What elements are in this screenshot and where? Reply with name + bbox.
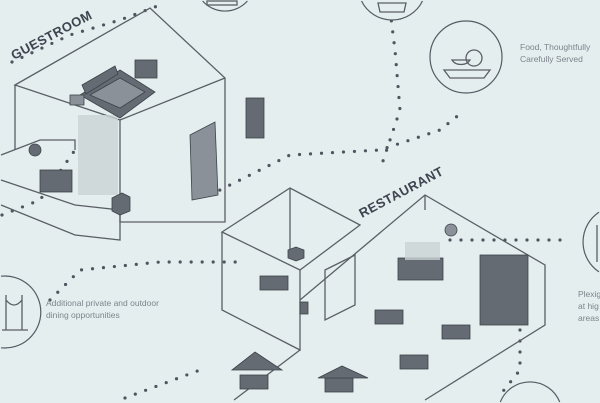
food-plate-icon bbox=[429, 20, 503, 94]
stanchion-icon bbox=[0, 275, 42, 349]
food-caption-line1: Food, Thoughtfully bbox=[520, 42, 591, 52]
restaurant-label: RESTAURANT bbox=[356, 163, 446, 220]
dining-caption-line1: Additional private and outdoor bbox=[46, 298, 159, 308]
display-case bbox=[479, 254, 529, 326]
dotted-path bbox=[123, 368, 202, 400]
glass-partition bbox=[78, 115, 118, 195]
dining-caption-line2: dining opportunities bbox=[46, 310, 120, 320]
bottom-icon-partial bbox=[499, 381, 561, 403]
dotted-paths bbox=[0, 3, 572, 400]
plexiglass-caption-line2: at hig bbox=[578, 301, 599, 311]
dotted-path bbox=[10, 3, 162, 64]
door bbox=[189, 121, 219, 201]
nightstand bbox=[134, 59, 158, 79]
guestroom-label: GUESTROOM bbox=[8, 7, 94, 62]
doorway bbox=[324, 253, 356, 322]
plexiglass-icon bbox=[582, 211, 600, 273]
dining-table bbox=[39, 169, 73, 193]
guestroom-room: GUESTROOM bbox=[0, 7, 265, 241]
dotted-path bbox=[378, 8, 402, 172]
food-caption-line2: Carefully Served bbox=[520, 54, 583, 64]
basket-icon-partial bbox=[360, 0, 424, 21]
dotted-path bbox=[208, 108, 467, 197]
plexiglass-caption-line1: Plexig bbox=[578, 289, 600, 299]
wall-clock bbox=[444, 223, 458, 237]
top-icon-partial bbox=[202, 0, 248, 12]
bookshelf bbox=[245, 97, 265, 139]
dotted-path bbox=[48, 260, 242, 302]
tables bbox=[230, 275, 471, 393]
plexiglass-caption-line3: areas bbox=[578, 313, 599, 323]
restaurant-room: RESTAURANT bbox=[220, 163, 546, 401]
counter bbox=[397, 257, 444, 281]
plant-pot bbox=[111, 192, 131, 216]
